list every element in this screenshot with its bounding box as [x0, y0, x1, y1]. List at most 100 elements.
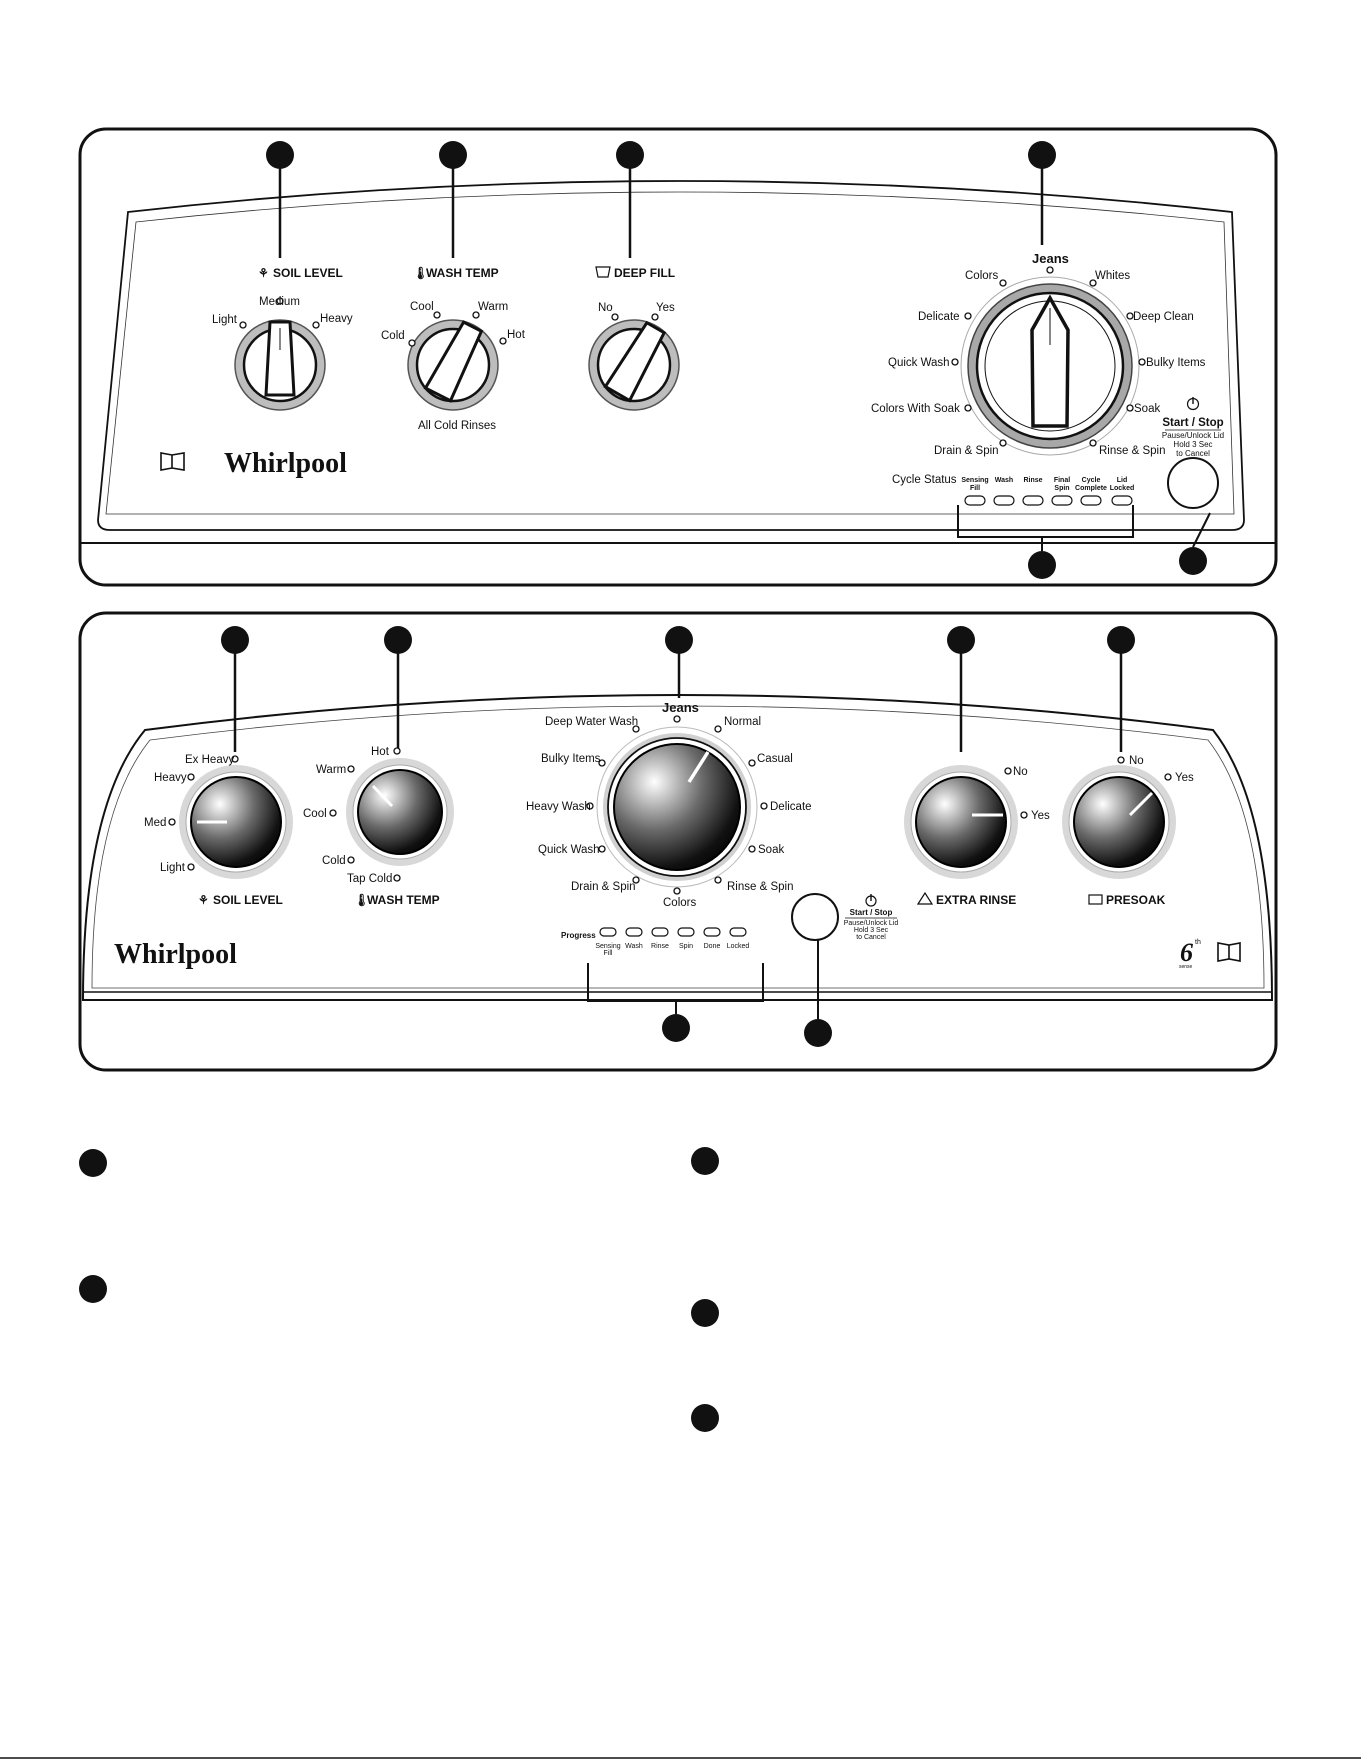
option-label: Colors With Soak: [871, 403, 960, 415]
wash-temp-knob-handle[interactable]: [423, 320, 485, 403]
option-label: Quick Wash: [888, 357, 950, 369]
option-label: Bulky Items: [541, 753, 601, 765]
wash-temp-title: WASH TEMP: [367, 893, 440, 907]
status-label: Locked: [727, 943, 750, 950]
top-start-stop: Start / Stop Pause/Unlock Lid Hold 3 Sec…: [1162, 397, 1224, 509]
soil-level-title: SOIL LEVEL: [213, 893, 283, 907]
cycle-dial-top-label: Jeans: [1032, 251, 1069, 266]
bottom-extra-rinse: No Yes EXTRA RINSE: [904, 765, 1050, 907]
cycle-dial-top-label: Jeans: [662, 700, 699, 715]
top-cycle-dial: Jeans Colors Whites Delicate Deep Clean …: [871, 251, 1206, 457]
option-label: Drain & Spin: [571, 881, 636, 893]
status-label: Rinse: [651, 943, 669, 950]
option-label: Yes: [1031, 810, 1050, 822]
status-label: Rinse: [1023, 477, 1042, 484]
extra-rinse-knob[interactable]: [915, 776, 1007, 868]
status-label: Fill: [970, 485, 980, 492]
presoak-knob[interactable]: [1073, 776, 1165, 868]
option-label: Deep Clean: [1133, 311, 1194, 323]
cycle-dial-knob[interactable]: [613, 743, 741, 871]
status-label: Wash: [625, 943, 643, 950]
rinse-icon: [916, 891, 934, 905]
status-label: Cycle: [1082, 477, 1101, 484]
status-label: Sensing: [961, 477, 988, 484]
soil-icon: ⚘: [198, 893, 209, 907]
option-label: Drain & Spin: [934, 445, 999, 457]
option-label: Yes: [1175, 772, 1194, 784]
callout-marker: [384, 626, 412, 654]
status-label: Lid: [1117, 477, 1128, 484]
bottom-start-stop: Start / Stop Pause/Unlock Lid Hold 3 Sec…: [791, 893, 898, 941]
start-stop-sub: Hold 3 Sec: [1173, 440, 1212, 449]
callout-marker: [1028, 551, 1056, 579]
presoak-icon: [1088, 894, 1103, 905]
legend-marker: [691, 1299, 719, 1327]
status-label: Spin: [679, 943, 693, 950]
option-label: Rinse & Spin: [1099, 445, 1165, 457]
option-label: Heavy: [320, 313, 353, 325]
manual-book-icon: [1217, 942, 1241, 962]
callout-marker: [439, 141, 467, 169]
top-panel: ⚘ SOIL LEVEL Light Medium Heavy 🌡 WASH T…: [78, 127, 1278, 587]
bottom-progress: Progress Sensing Fill Wash Rinse Spin Do…: [561, 927, 764, 1014]
status-light: [703, 927, 721, 937]
status-bracket: [957, 505, 1134, 538]
option-label: Deep Water Wash: [545, 716, 638, 728]
legend-marker: [79, 1149, 107, 1177]
option-label: Warm: [478, 301, 508, 313]
top-console-inner-outline: [105, 191, 1235, 515]
status-label: Done: [704, 943, 721, 950]
status-light: [1111, 495, 1133, 506]
option-label: Cool: [303, 808, 327, 820]
wash-temp-title: WASH TEMP: [426, 266, 499, 280]
callout-marker: [947, 626, 975, 654]
status-light: [729, 927, 747, 937]
sixth-sense-logo: 6: [1180, 938, 1193, 967]
top-soil-level: ⚘ SOIL LEVEL Light Medium Heavy: [212, 266, 353, 411]
option-label: Ex Heavy: [185, 754, 234, 766]
status-light: [599, 927, 617, 937]
top-cycle-status: Cycle Status Sensing Fill Wash Rinse Fin…: [892, 474, 1134, 551]
legend-marker: [79, 1275, 107, 1303]
option-label: Quick Wash: [538, 844, 600, 856]
start-stop-sub: Pause/Unlock Lid: [1162, 431, 1224, 440]
top-console-outline: [97, 180, 1245, 531]
status-light: [964, 495, 986, 506]
wash-temp-knob[interactable]: [357, 769, 443, 855]
callout-marker: [662, 1014, 690, 1042]
cycle-dial-handle[interactable]: [1030, 294, 1070, 428]
soil-level-knob-handle[interactable]: [264, 320, 296, 397]
legend-markers: [79, 1147, 719, 1432]
start-stop-button[interactable]: [791, 893, 839, 941]
option-label: Warm: [316, 764, 346, 776]
presoak-title: PRESOAK: [1106, 893, 1166, 907]
sixth-sense-sup: th: [1195, 939, 1201, 946]
option-label: Heavy Wash: [526, 801, 591, 813]
start-stop-button[interactable]: [1167, 457, 1219, 509]
top-wash-temp: 🌡 WASH TEMP Cold Cool Warm Hot All Cold …: [381, 266, 526, 432]
option-label: Whites: [1095, 270, 1130, 282]
status-light: [1080, 495, 1102, 506]
soil-level-title: SOIL LEVEL: [273, 266, 343, 280]
status-label: Wash: [995, 477, 1013, 484]
start-stop-sub: Hold 3 Sec: [854, 927, 889, 934]
thermometer-icon: 🌡: [354, 893, 369, 907]
status-light: [993, 495, 1015, 506]
wash-temp-note: All Cold Rinses: [418, 420, 496, 432]
deep-fill-knob-handle[interactable]: [603, 320, 667, 403]
callout-marker: [804, 1019, 832, 1047]
callout-marker: [665, 626, 693, 654]
option-label: Hot: [507, 329, 526, 341]
bottom-brand: Whirlpool 6 th sense: [114, 938, 1241, 970]
status-light: [1022, 495, 1044, 506]
bottom-presoak: No Yes PRESOAK: [1062, 755, 1194, 907]
status-light: [1051, 495, 1073, 506]
top-brand: Whirlpool: [160, 448, 347, 479]
tub-icon: [595, 266, 611, 278]
callout-marker: [1107, 626, 1135, 654]
option-label: Bulky Items: [1146, 357, 1206, 369]
soil-level-knob[interactable]: [190, 776, 282, 868]
callout-marker: [221, 626, 249, 654]
callout-marker: [266, 141, 294, 169]
manual-book-icon: [160, 452, 185, 471]
